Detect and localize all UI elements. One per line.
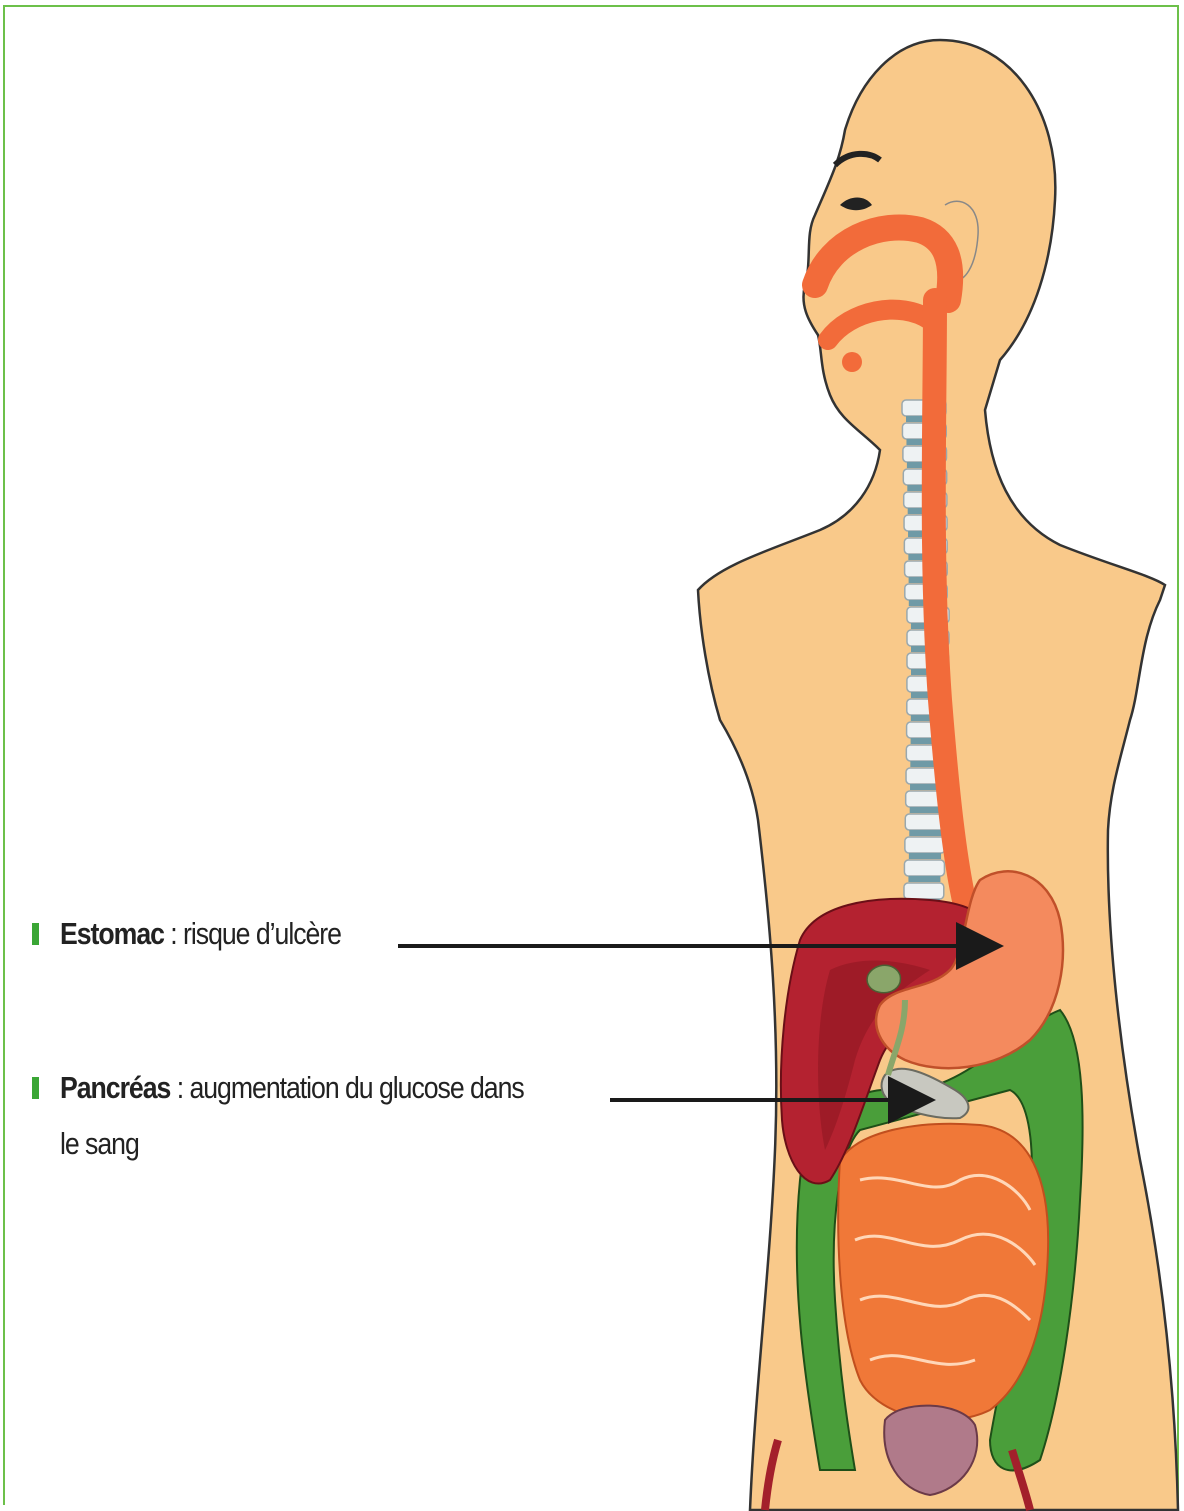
label-description: risque d’ulcère	[183, 916, 341, 951]
label-bullet	[32, 1077, 39, 1099]
vertebra	[904, 860, 944, 876]
label-term: Estomac	[60, 916, 164, 951]
label-estomac-text: Estomac : risque d’ulcère	[60, 912, 341, 956]
intervertebral-disc	[908, 876, 940, 882]
label-pancreas-line2: le sang	[60, 1122, 139, 1166]
label-description: augmentation du glucose dans	[189, 1070, 523, 1105]
tongue-tip	[842, 352, 862, 372]
small-intestine	[838, 1124, 1048, 1420]
intervertebral-disc	[909, 853, 941, 859]
label-pancreas-text: Pancréas : augmentation du glucose dans	[60, 1066, 524, 1110]
vertebra	[905, 837, 945, 853]
gallbladder	[867, 965, 900, 992]
intervertebral-disc	[909, 830, 941, 836]
label-bullet	[32, 923, 39, 945]
label-separator: :	[164, 916, 183, 951]
intervertebral-disc	[910, 807, 943, 813]
label-term: Pancréas	[60, 1070, 170, 1105]
vertebra	[904, 883, 944, 899]
label-separator: :	[170, 1070, 189, 1105]
